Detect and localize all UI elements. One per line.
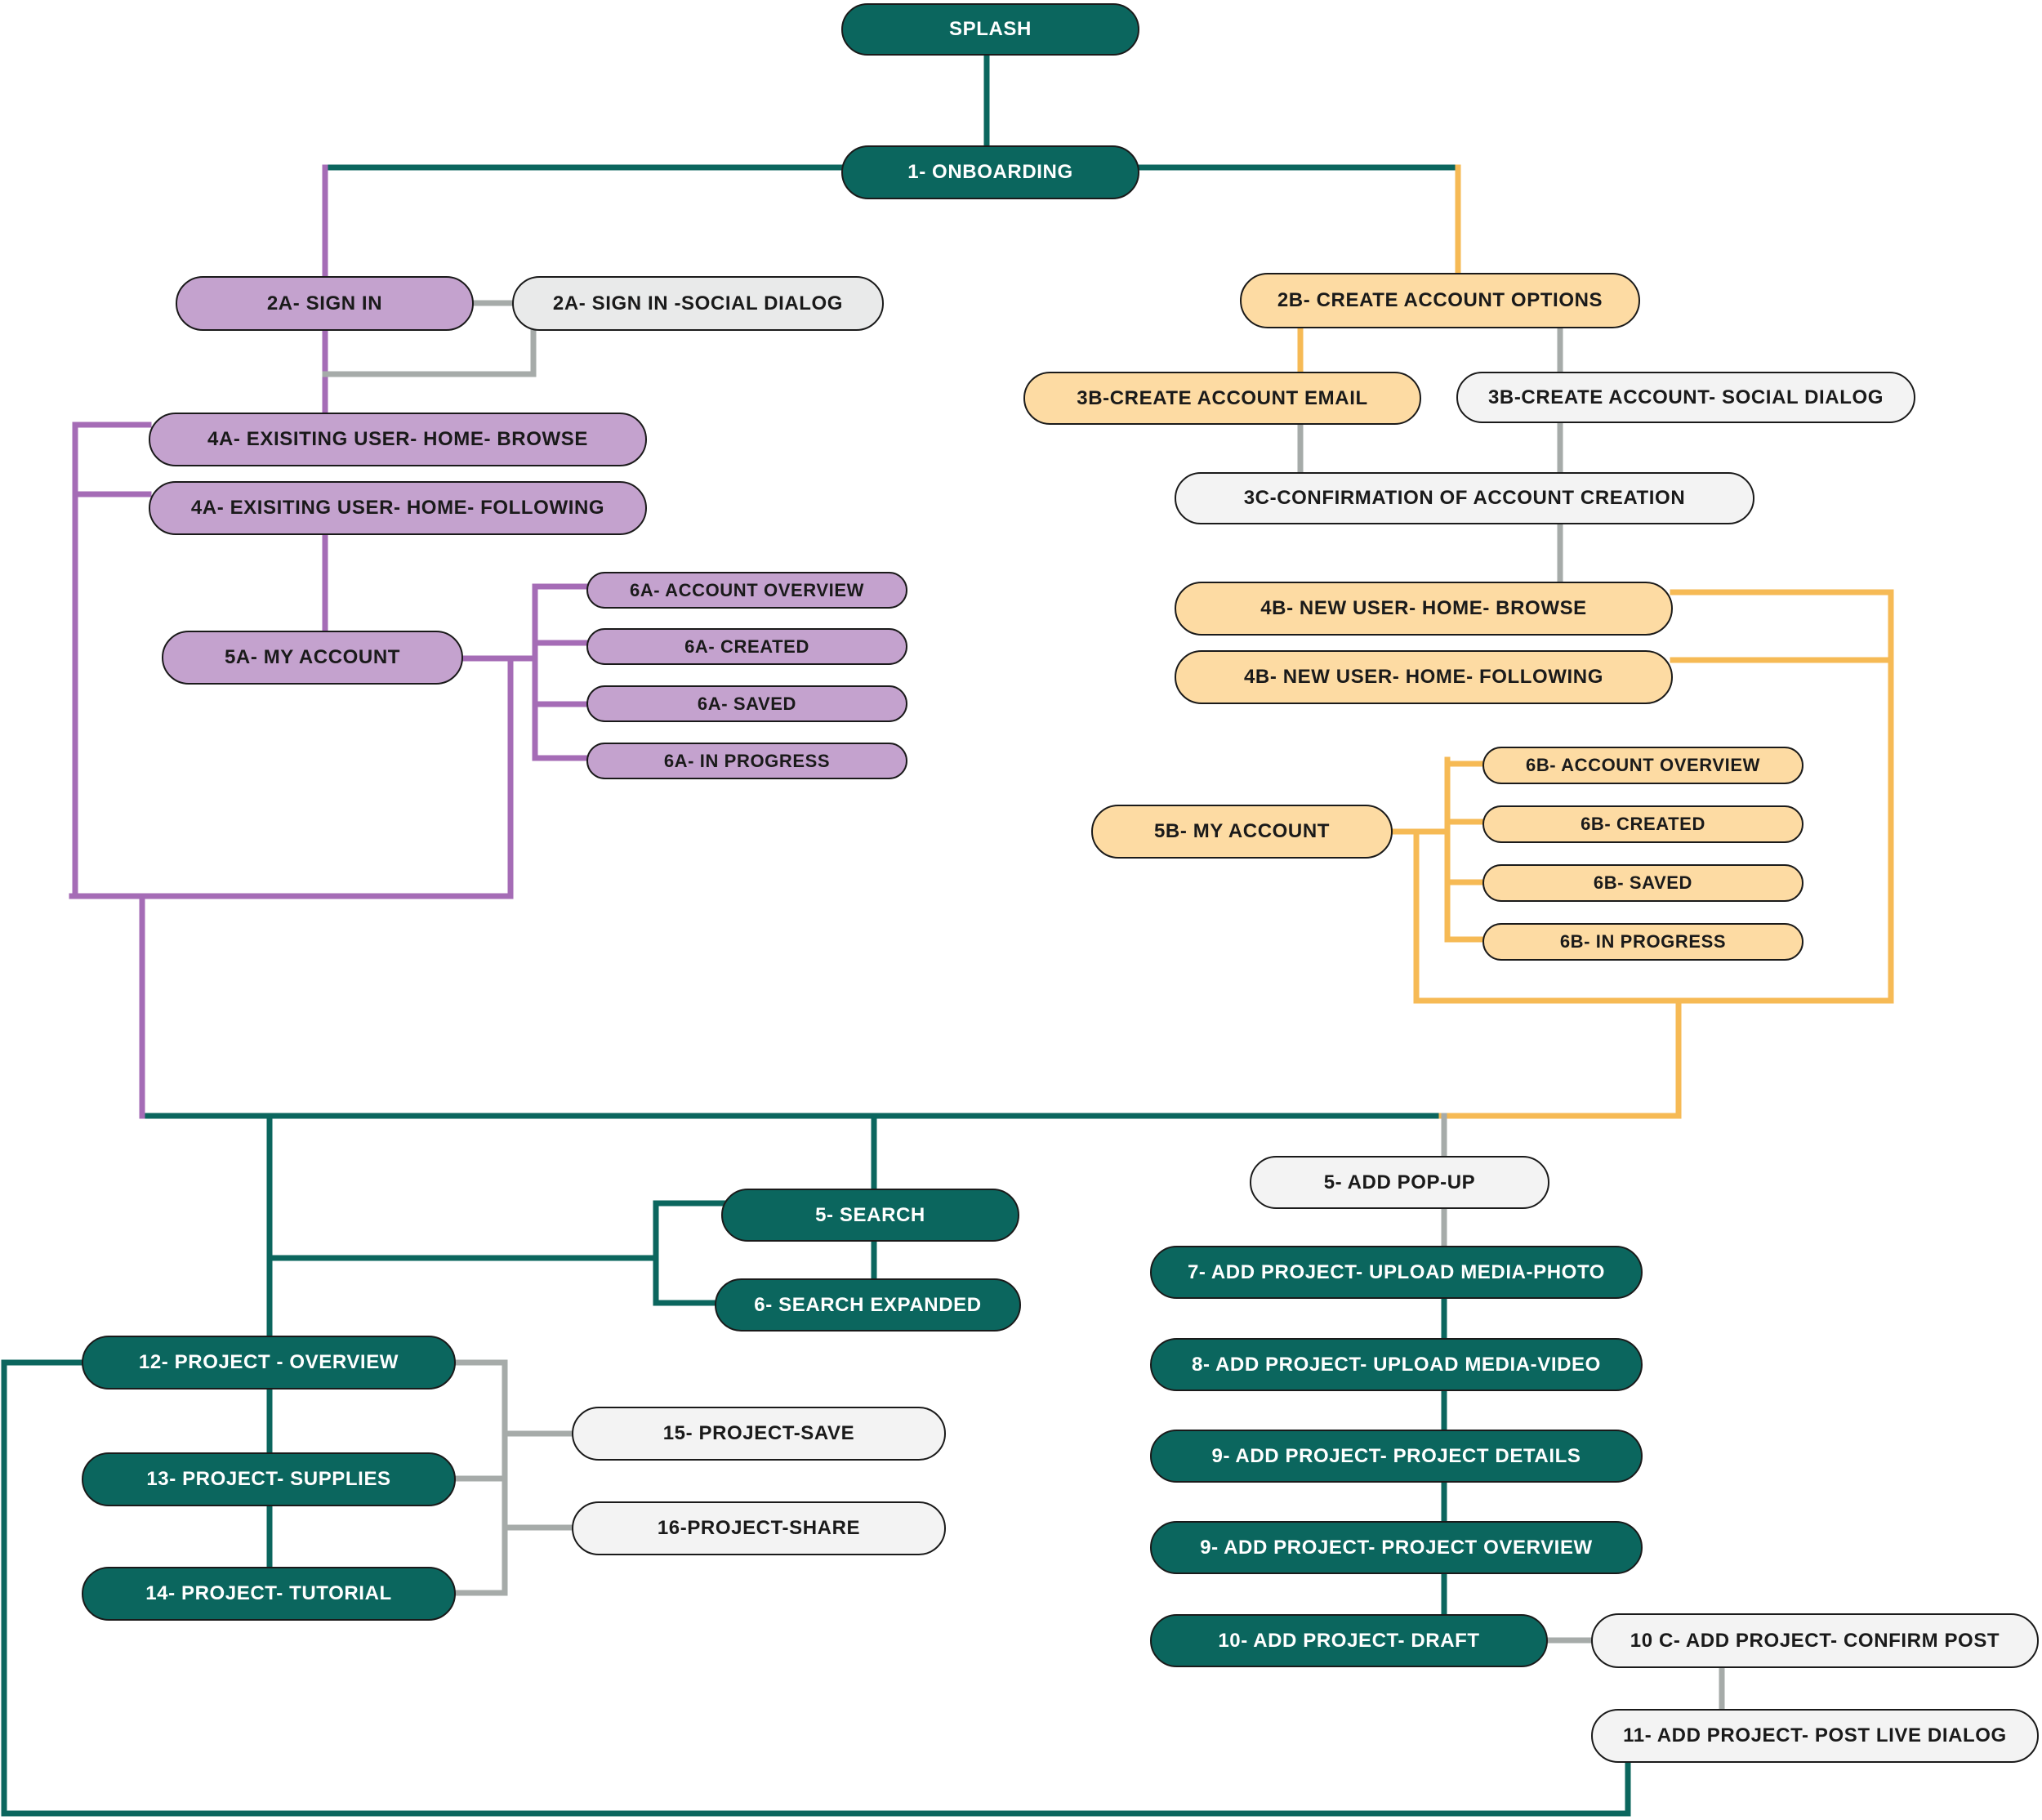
node-onboarding: 1- ONBOARDING — [841, 145, 1139, 199]
node-search-expanded: 6- SEARCH EXPANDED — [715, 1278, 1021, 1332]
node-sign-in-social-dialog: 2A- SIGN IN -SOCIAL DIALOG — [512, 276, 884, 331]
node-new-user-following: 4B- NEW USER- HOME- FOLLOWING — [1175, 650, 1673, 704]
node-confirm-post: 10 C- ADD PROJECT- CONFIRM POST — [1591, 1613, 2039, 1668]
node-my-account-a: 5A- MY ACCOUNT — [162, 631, 463, 685]
node-splash: SPLASH — [841, 3, 1139, 56]
connector-social-return — [322, 328, 537, 377]
node-add-project-details: 9- ADD PROJECT- PROJECT DETAILS — [1150, 1430, 1643, 1483]
node-post-live-dialog: 11- ADD PROJECT- POST LIVE DIALOG — [1591, 1709, 2039, 1763]
node-a-saved: 6A- SAVED — [586, 685, 907, 722]
connector-my-account-a-bracket — [507, 583, 590, 761]
orange-connectors — [1297, 164, 1894, 1119]
connector-home-left-bracket — [69, 422, 514, 899]
node-project-tutorial: 14- PROJECT- TUTORIAL — [82, 1567, 456, 1621]
node-create-account-social-dialog: 3B-CREATE ACCOUNT- SOCIAL DIALOG — [1456, 372, 1915, 423]
connector-search-branch — [266, 1200, 726, 1306]
node-create-account-options: 2B- CREATE ACCOUNT OPTIONS — [1240, 273, 1640, 328]
node-new-user-browse: 4B- NEW USER- HOME- BROWSE — [1175, 582, 1673, 636]
node-search: 5- SEARCH — [721, 1189, 1019, 1242]
connector-my-account-b-bracket — [1389, 756, 1894, 1004]
node-upload-media-video: 8- ADD PROJECT- UPLOAD MEDIA-VIDEO — [1150, 1338, 1643, 1391]
node-project-overview: 12- PROJECT - OVERVIEW — [82, 1336, 456, 1390]
node-b-saved: 6B- SAVED — [1482, 864, 1803, 902]
node-add-popup: 5- ADD POP-UP — [1250, 1156, 1549, 1209]
node-a-created: 6A- CREATED — [586, 628, 907, 665]
node-existing-user-following: 4A- EXISITING USER- HOME- FOLLOWING — [149, 481, 647, 535]
purple-connectors — [69, 164, 590, 1119]
node-project-save: 15- PROJECT-SAVE — [572, 1407, 946, 1461]
node-b-account-overview: 6B- ACCOUNT OVERVIEW — [1482, 747, 1803, 784]
node-upload-media-photo: 7- ADD PROJECT- UPLOAD MEDIA-PHOTO — [1150, 1246, 1643, 1299]
node-sign-in: 2A- SIGN IN — [176, 276, 474, 331]
node-create-account-email: 3B-CREATE ACCOUNT EMAIL — [1023, 372, 1421, 425]
node-add-project-draft: 10- ADD PROJECT- DRAFT — [1150, 1614, 1548, 1667]
connector-home-right-bracket — [1670, 589, 1894, 1004]
node-existing-user-browse: 4A- EXISITING USER- HOME- BROWSE — [149, 413, 647, 466]
node-b-in-progress: 6B- IN PROGRESS — [1482, 923, 1803, 961]
node-a-account-overview: 6A- ACCOUNT OVERVIEW — [586, 572, 907, 609]
connector-project-save-share — [453, 1359, 575, 1596]
node-project-share: 16-PROJECT-SHARE — [572, 1501, 946, 1555]
node-a-in-progress: 6A- IN PROGRESS — [586, 743, 907, 779]
node-confirmation-account-creation: 3C-CONFIRMATION OF ACCOUNT CREATION — [1175, 472, 1754, 524]
node-project-supplies: 13- PROJECT- SUPPLIES — [82, 1452, 456, 1506]
node-add-project-overview: 9- ADD PROJECT- PROJECT OVERVIEW — [1150, 1521, 1643, 1574]
teal-connectors — [1, 52, 1631, 1817]
connector-right-drop — [1438, 997, 1682, 1119]
node-my-account-b: 5B- MY ACCOUNT — [1091, 805, 1393, 859]
gray-connectors — [322, 300, 1725, 1712]
node-b-created: 6B- CREATED — [1482, 805, 1803, 843]
connector-post-live-loop — [1, 1359, 1631, 1817]
